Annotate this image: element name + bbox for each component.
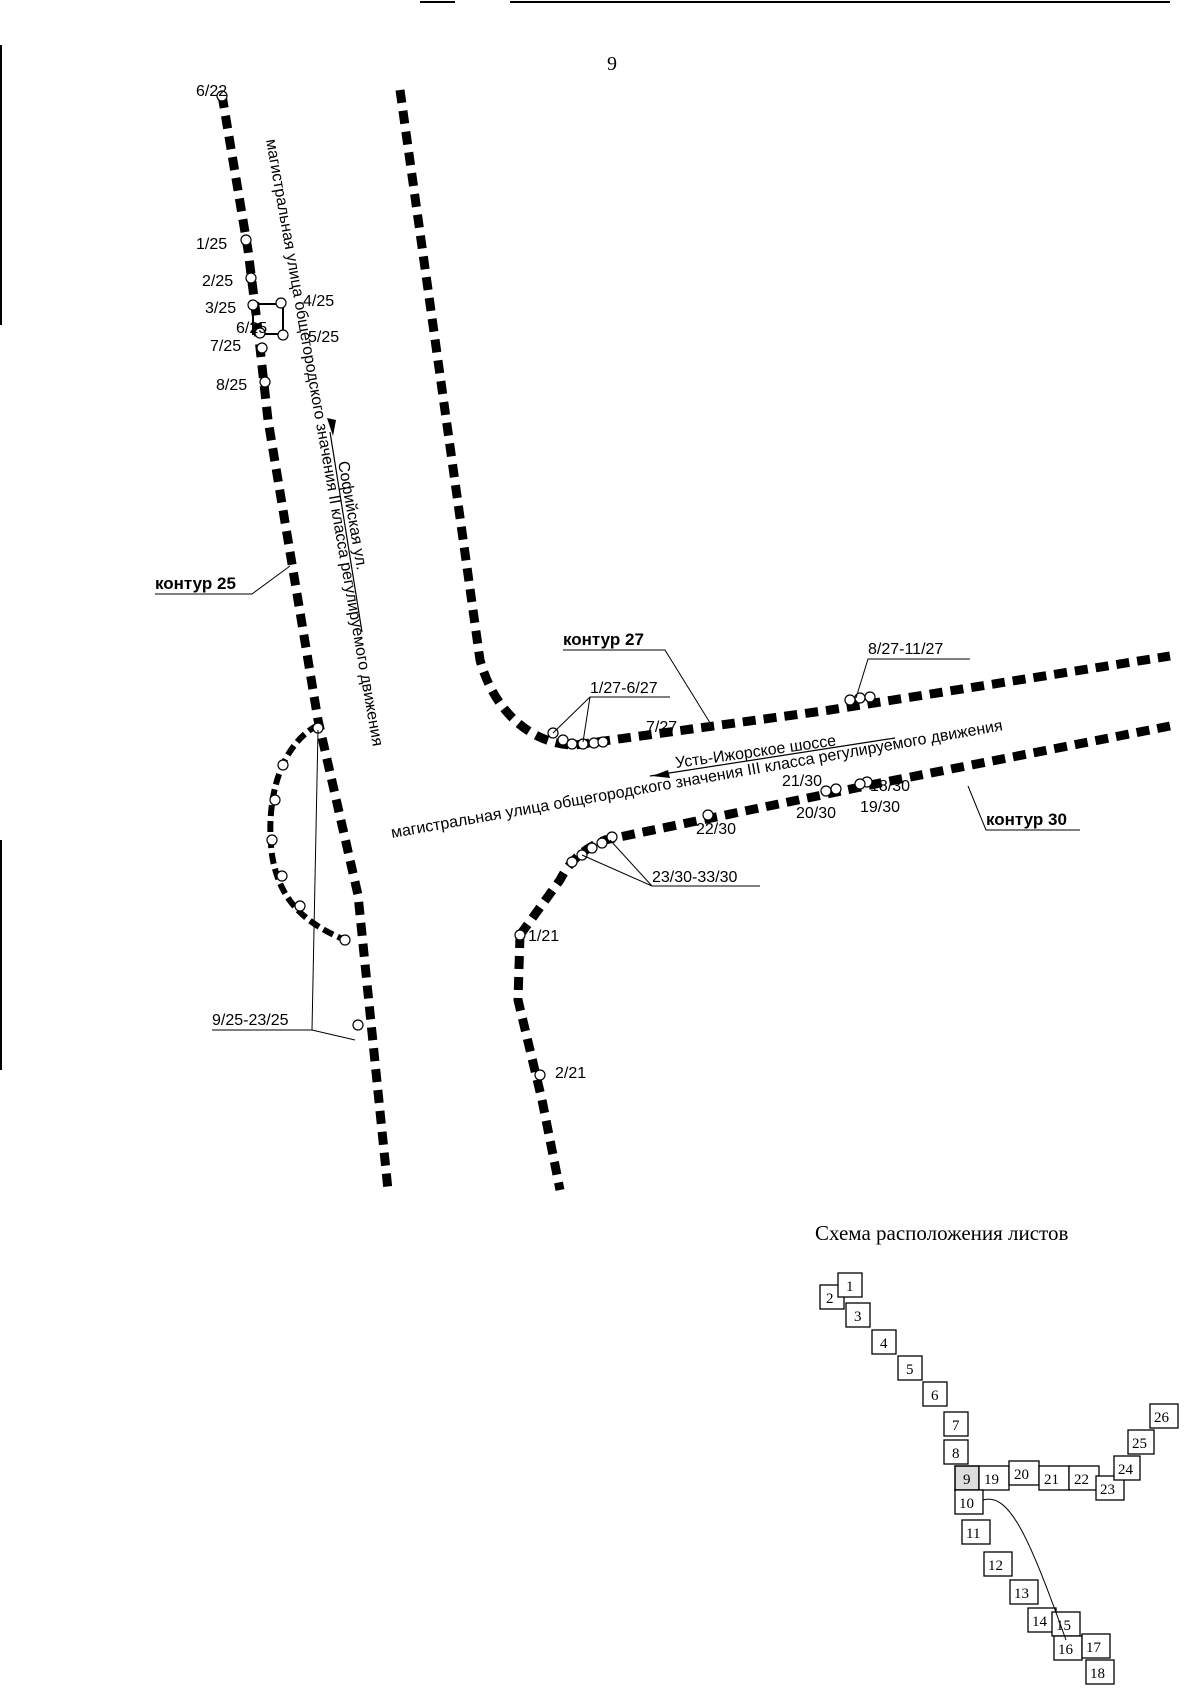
- label-9-25-23-25: 9/25-23/25: [212, 1012, 289, 1029]
- sheet-10: 10: [954, 1489, 984, 1515]
- label-18-30: 18/30: [870, 778, 910, 795]
- sheet-19: 19: [978, 1465, 1010, 1491]
- svg-text:21: 21: [1044, 1472, 1059, 1488]
- sheet-15: 15: [1051, 1611, 1081, 1637]
- svg-text:17: 17: [1086, 1640, 1102, 1656]
- sheet-layout-scheme: 2 1 3 4 5 6 7 8 9 19 20 21 22 23 24 25 2…: [819, 1272, 1179, 1685]
- leader-8-27-11-27: [855, 658, 970, 699]
- label-5-25: 5/25: [308, 329, 339, 346]
- sheet-6: 6: [922, 1381, 948, 1407]
- label-8-27-11-27: 8/27-11/27: [868, 641, 943, 658]
- sheet-26: 26: [1149, 1403, 1179, 1429]
- sofia-arrow-head: [327, 418, 336, 436]
- sheet-9-current: 9: [954, 1465, 980, 1491]
- label-22-30: 22/30: [696, 821, 736, 838]
- label-8-25: 8/25: [216, 377, 247, 394]
- label-sofia-class: магистральная улица общегородского значе…: [262, 138, 386, 748]
- svg-text:16: 16: [1058, 1642, 1074, 1658]
- svg-text:4: 4: [880, 1336, 888, 1352]
- page-number: 9: [607, 53, 617, 75]
- label-21-30: 21/30: [782, 773, 822, 790]
- contour-25-curve: [267, 722, 347, 943]
- sheet-14: 14: [1027, 1607, 1057, 1633]
- label-6-25: 6/25: [236, 320, 267, 337]
- leader-contour-30: [967, 785, 1080, 831]
- label-contour-25: контур 25: [155, 574, 236, 593]
- svg-text:22: 22: [1074, 1472, 1089, 1488]
- leader-9-25-23-25: [212, 729, 356, 1041]
- label-19-30: 19/30: [860, 799, 900, 816]
- svg-text:5: 5: [906, 1362, 914, 1378]
- svg-text:11: 11: [966, 1526, 980, 1542]
- svg-text:6: 6: [931, 1388, 939, 1404]
- label-7-25: 7/25: [210, 338, 241, 355]
- leader-23-30-33-30: [581, 839, 760, 887]
- contour-25-points: [216, 90, 364, 1031]
- svg-text:9: 9: [963, 1472, 971, 1488]
- label-2-21: 2/21: [555, 1065, 586, 1082]
- contour-21-line: [513, 934, 565, 1191]
- sheet-12: 12: [983, 1551, 1013, 1577]
- svg-text:7: 7: [952, 1418, 960, 1434]
- label-contour-27: контур 27: [563, 630, 644, 649]
- label-1-27-6-27: 1/27-6/27: [590, 680, 658, 697]
- sofia-arrow-line: [329, 431, 363, 633]
- ust-arrow-line: [649, 737, 896, 777]
- label-4-25: 4/25: [303, 293, 334, 310]
- label-20-30: 20/30: [796, 805, 836, 822]
- contour-25-square: [252, 303, 284, 335]
- svg-text:13: 13: [1014, 1586, 1029, 1602]
- leader-contour-25: [155, 565, 291, 595]
- sheet-8: 8: [943, 1439, 969, 1465]
- contour-25-line: [217, 94, 393, 1191]
- sheet-1: 1: [837, 1272, 863, 1298]
- svg-text:19: 19: [984, 1472, 999, 1488]
- svg-text:25: 25: [1132, 1436, 1147, 1452]
- svg-text:3: 3: [854, 1309, 862, 1325]
- contour-27-line: [395, 89, 1171, 750]
- svg-text:23: 23: [1100, 1482, 1115, 1498]
- scheme-title: Схема расположения листов: [815, 1221, 1068, 1245]
- label-3-25: 3/25: [205, 300, 236, 317]
- svg-text:12: 12: [988, 1558, 1003, 1574]
- ust-arrow-head: [652, 770, 670, 778]
- sheet-20: 20: [1008, 1460, 1040, 1486]
- svg-text:1: 1: [846, 1279, 854, 1295]
- sheet-22: 22: [1068, 1465, 1100, 1491]
- sheet-18: 18: [1085, 1659, 1115, 1685]
- scheme-route-line: [982, 1498, 1067, 1641]
- leader-1-27-6-27: [552, 696, 670, 743]
- sheet-16: 16: [1053, 1635, 1083, 1661]
- label-contour-30: контур 30: [986, 810, 1067, 829]
- label-1-21: 1/21: [528, 928, 559, 945]
- label-7-27: 7/27: [646, 719, 677, 736]
- leader-contour-27: [563, 649, 713, 727]
- svg-text:24: 24: [1118, 1462, 1134, 1478]
- contour-27-points: [547, 691, 876, 750]
- sheet-4: 4: [871, 1329, 897, 1355]
- svg-text:2: 2: [826, 1291, 834, 1307]
- label-2-25: 2/25: [202, 273, 233, 290]
- sheet-13: 13: [1009, 1579, 1039, 1605]
- svg-text:14: 14: [1032, 1614, 1048, 1630]
- sheet-3: 3: [845, 1302, 871, 1328]
- sheet-5: 5: [897, 1355, 923, 1381]
- sheet-11: 11: [961, 1519, 991, 1545]
- label-23-30-33-30: 23/30-33/30: [652, 869, 738, 886]
- svg-text:15: 15: [1056, 1618, 1071, 1634]
- sheet-21: 21: [1038, 1465, 1070, 1491]
- svg-text:18: 18: [1090, 1666, 1105, 1682]
- label-1-25: 1/25: [196, 236, 227, 253]
- sheet-17: 17: [1081, 1633, 1111, 1659]
- svg-text:26: 26: [1154, 1410, 1170, 1426]
- svg-text:8: 8: [952, 1446, 960, 1462]
- svg-text:10: 10: [959, 1496, 974, 1512]
- svg-text:20: 20: [1014, 1467, 1029, 1483]
- label-6-22: 6/22: [196, 83, 227, 100]
- sheet-24: 24: [1113, 1455, 1141, 1481]
- sheet-7: 7: [943, 1411, 969, 1437]
- sheet-25: 25: [1127, 1429, 1155, 1455]
